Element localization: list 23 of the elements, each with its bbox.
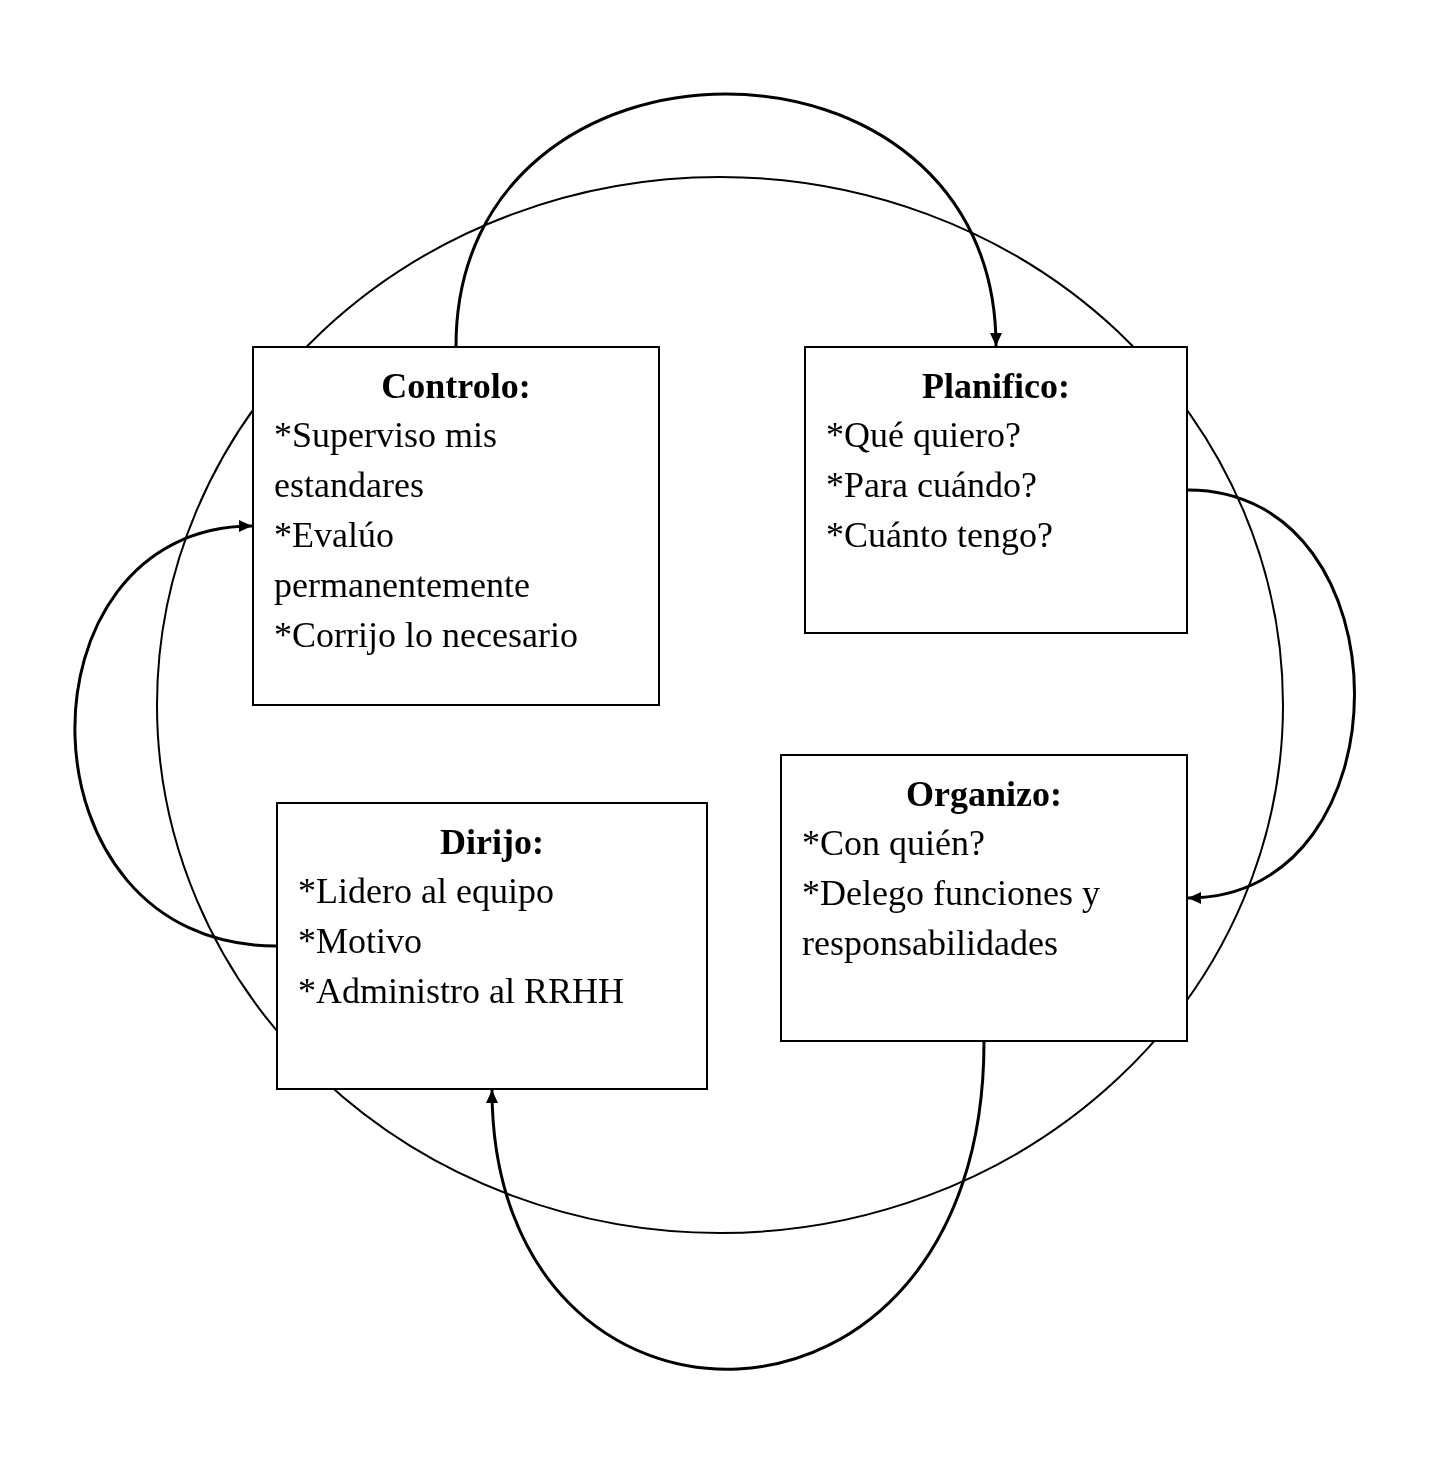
box-heading: Organizo: <box>905 773 1063 816</box>
list-item-text: *Para cuándo? <box>826 464 1038 507</box>
list-item-text: *Delego funciones y responsabilidades <box>802 872 1101 965</box>
curved-arrow <box>454 92 1001 347</box>
list-item-text: *Administro al RRHH <box>298 970 625 1013</box>
process-box <box>252 346 660 706</box>
list-item-text: *Superviso mis estandares <box>274 414 498 507</box>
list-item-text: *Corrijo lo necesario <box>274 614 579 657</box>
list-item-text: *Lidero al equipo <box>298 870 555 913</box>
box-heading: Dirijo: <box>439 821 545 864</box>
list-item-text: *Motivo <box>298 920 423 963</box>
process-box <box>804 346 1188 634</box>
process-box <box>276 802 708 1090</box>
list-item-text: *Qué quiero? <box>826 414 1022 457</box>
list-item-text: *Cuánto tengo? <box>826 514 1054 557</box>
curved-arrow <box>487 1041 986 1370</box>
curved-arrow <box>73 522 277 948</box>
process-box <box>780 754 1188 1042</box>
box-heading: Controlo: <box>380 365 532 408</box>
list-item-text: *Evalúo permanentemente <box>274 514 531 607</box>
list-item-text: *Con quién? <box>802 822 986 865</box>
box-heading: Planifico: <box>921 365 1071 408</box>
curved-arrow <box>1187 488 1356 902</box>
